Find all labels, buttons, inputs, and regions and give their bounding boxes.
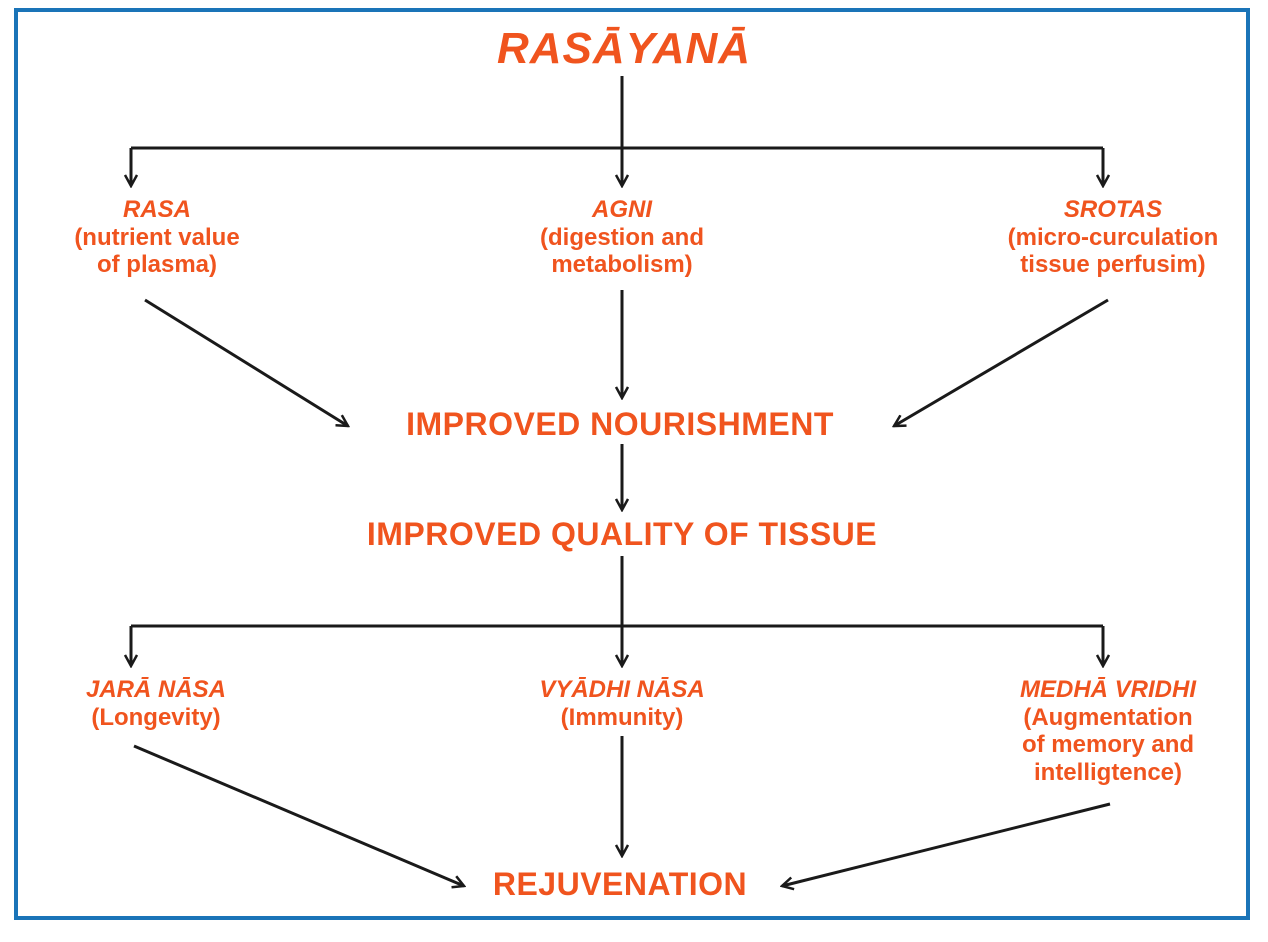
node-medha-vridhi: MEDHĀ VRIDHI (Augmentation of memory and… [978, 676, 1238, 786]
diagram-frame [14, 8, 1250, 920]
node-medha-vridhi-line-1: (Augmentation [1023, 703, 1193, 731]
node-srotas-line-1: (micro-curculation [1007, 223, 1219, 251]
node-rasa-line-1: (nutrient value [74, 223, 240, 251]
diagram-title: RASĀYANĀ [496, 24, 752, 73]
arrow-srotas-to-nourishment [894, 298, 1109, 426]
node-medha-vridhi-head: MEDHĀ VRIDHI [1019, 676, 1196, 703]
node-agni-line-1: (digestion and [540, 223, 704, 251]
node-agni: AGNI (digestion and metabolism) [492, 196, 752, 279]
node-medha-vridhi-line-2: of memory and [1021, 731, 1195, 759]
node-srotas-line-2: tissue perfusim) [1020, 251, 1206, 279]
node-jara-nasa-line-1: (Longevity) [91, 703, 221, 731]
node-srotas-head: SROTAS [1063, 196, 1163, 223]
node-jara-nasa-head: JARĀ NĀSA [85, 676, 226, 703]
node-agni-head: AGNI [592, 196, 652, 223]
node-improved-tissue: IMPROVED QUALITY OF TISSUE [366, 516, 878, 552]
node-rasa-line-2: of plasma) [96, 251, 218, 279]
arrow-jara-to-rejuvenation [133, 744, 464, 886]
node-agni-line-2: metabolism) [551, 251, 693, 279]
node-rasa: RASA (nutrient value of plasma) [40, 196, 274, 279]
node-srotas: SROTAS (micro-curculation tissue perfusi… [968, 196, 1258, 279]
node-vyadhi-nasa-line-1: (Immunity) [560, 703, 684, 731]
node-rejuvenation: REJUVENATION [492, 866, 748, 902]
node-vyadhi-nasa-head: VYĀDHI NĀSA [539, 676, 705, 703]
node-vyadhi-nasa: VYĀDHI NĀSA (Immunity) [492, 676, 752, 731]
node-improved-nourishment: IMPROVED NOURISHMENT [406, 406, 834, 442]
arrow-rasa-to-nourishment [144, 298, 348, 426]
arrow-medha-to-rejuvenation [782, 802, 1111, 886]
node-medha-vridhi-line-3: intelligtence) [1033, 758, 1183, 786]
node-jara-nasa: JARĀ NĀSA (Longevity) [36, 676, 276, 731]
node-rasa-head: RASA [122, 196, 191, 223]
